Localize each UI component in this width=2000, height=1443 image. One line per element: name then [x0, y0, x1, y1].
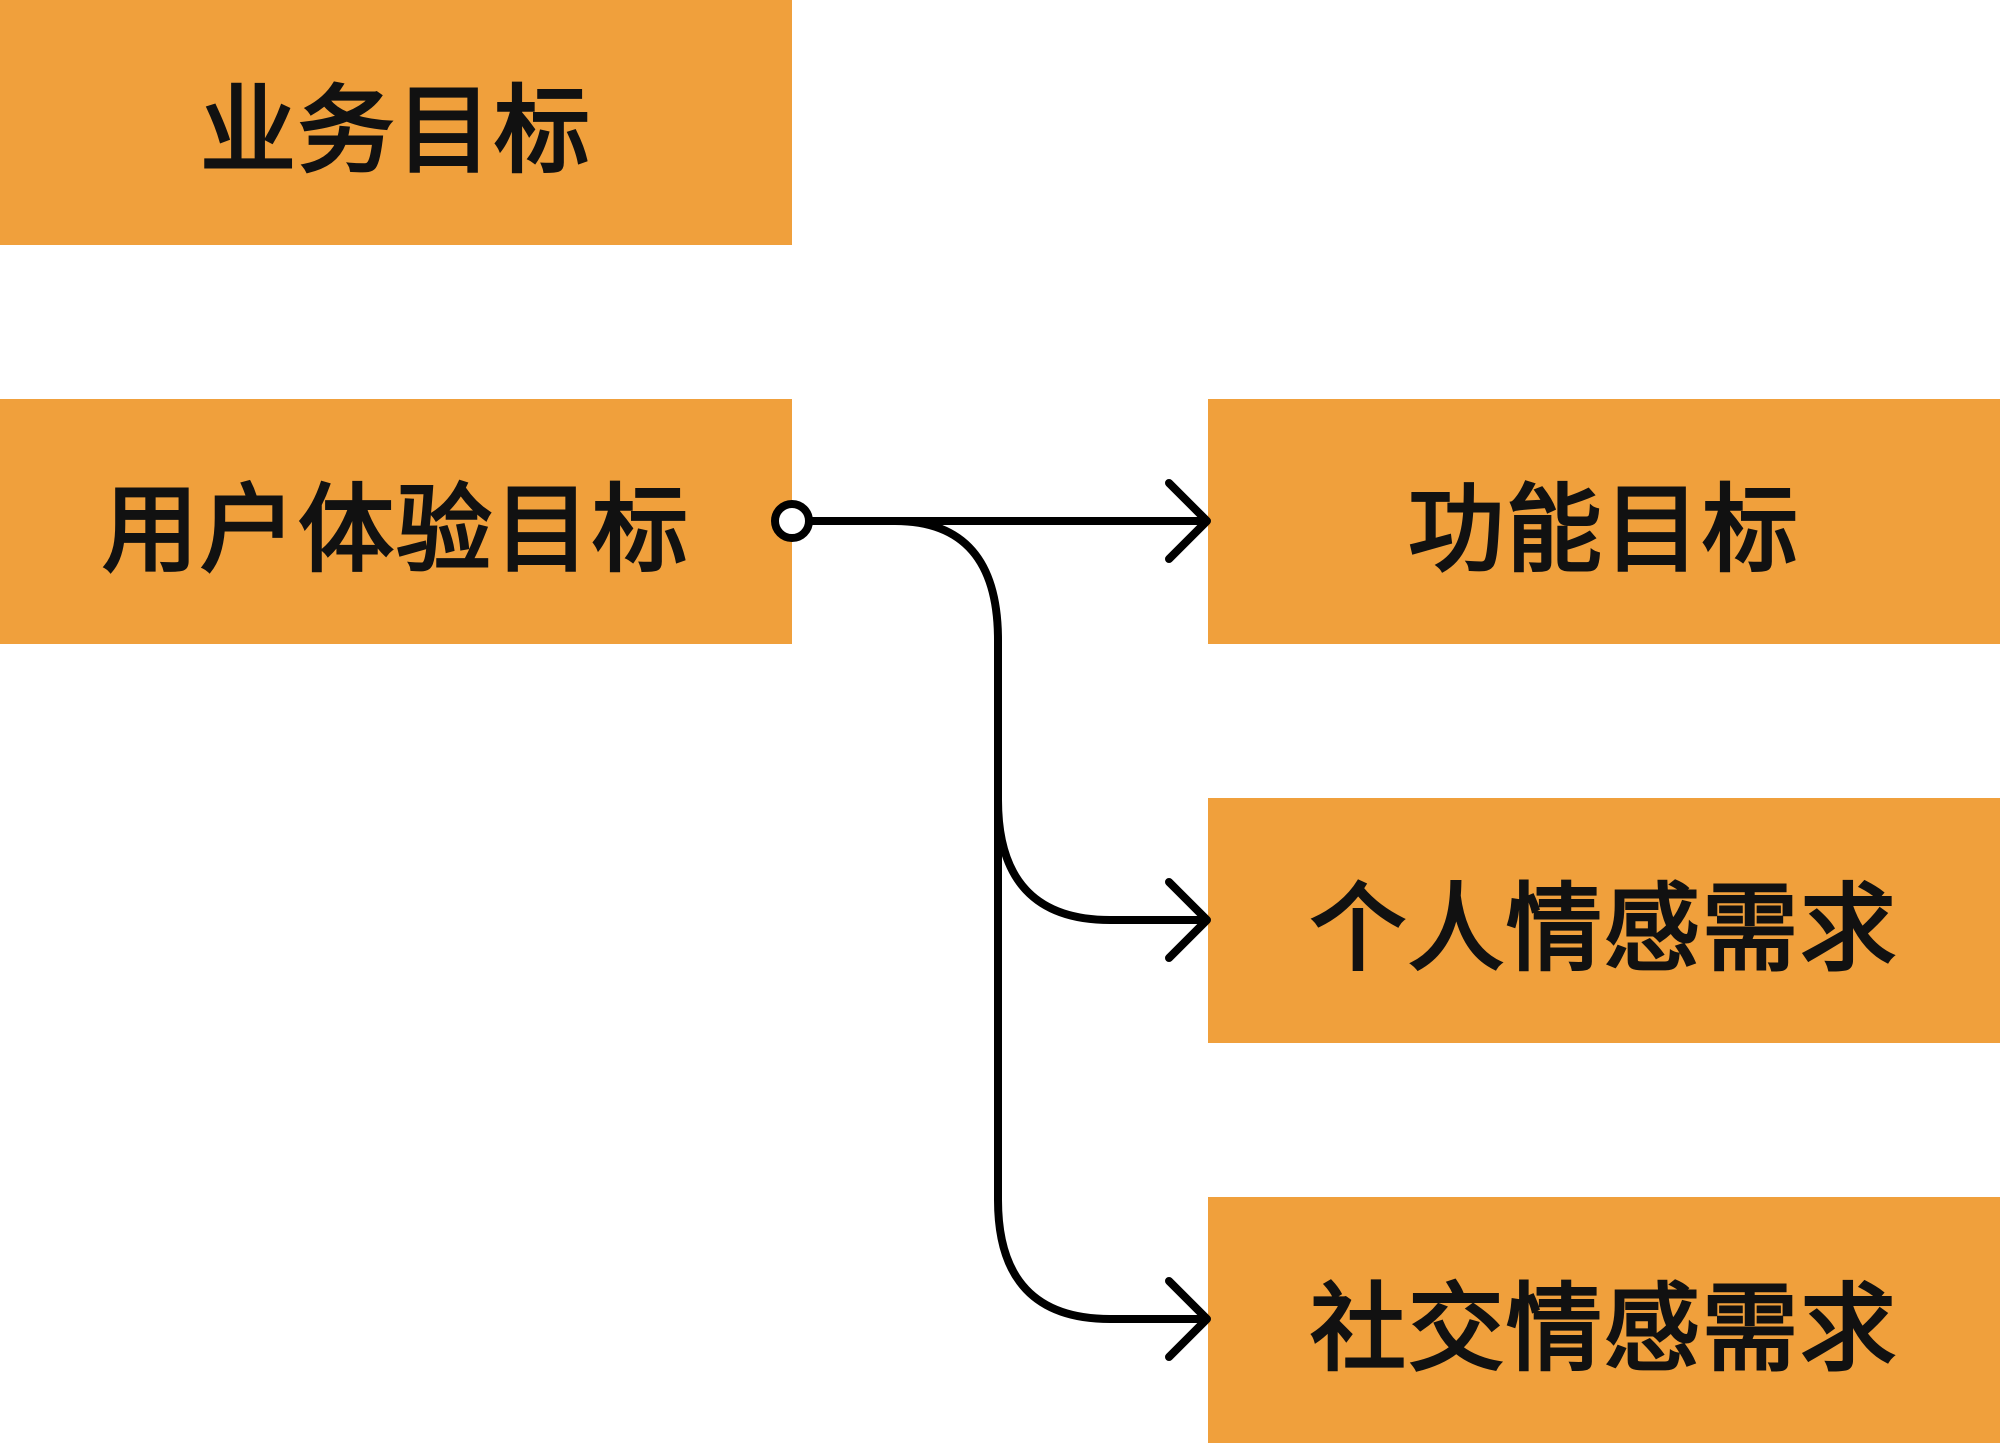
ux-goal-label: 用户体验目标 — [102, 474, 690, 586]
personal-emotional-need-label: 个人情感需求 — [1310, 873, 1898, 985]
social-emotional-need-box: 社交情感需求 — [1208, 1197, 2000, 1443]
functional-goal-label: 功能目标 — [1408, 474, 1800, 586]
arrowhead-personal-emotional-need — [1165, 878, 1211, 962]
arrowhead-functional-goal — [1165, 479, 1211, 563]
ux-goal-box: 用户体验目标 — [0, 399, 792, 644]
social-emotional-need-label: 社交情感需求 — [1310, 1272, 1898, 1385]
business-goal-box: 业务目标 — [0, 0, 792, 245]
personal-emotional-need-box: 个人情感需求 — [1208, 798, 2000, 1043]
connector-to-social-emotional-need — [994, 796, 1207, 1323]
arrowhead-social-emotional-need — [1165, 1277, 1211, 1361]
functional-goal-box: 功能目标 — [1208, 399, 2000, 644]
connector-origin-dot — [771, 500, 813, 542]
business-goal-label: 业务目标 — [200, 75, 592, 187]
connector-to-personal-emotional-need — [804, 517, 1207, 924]
